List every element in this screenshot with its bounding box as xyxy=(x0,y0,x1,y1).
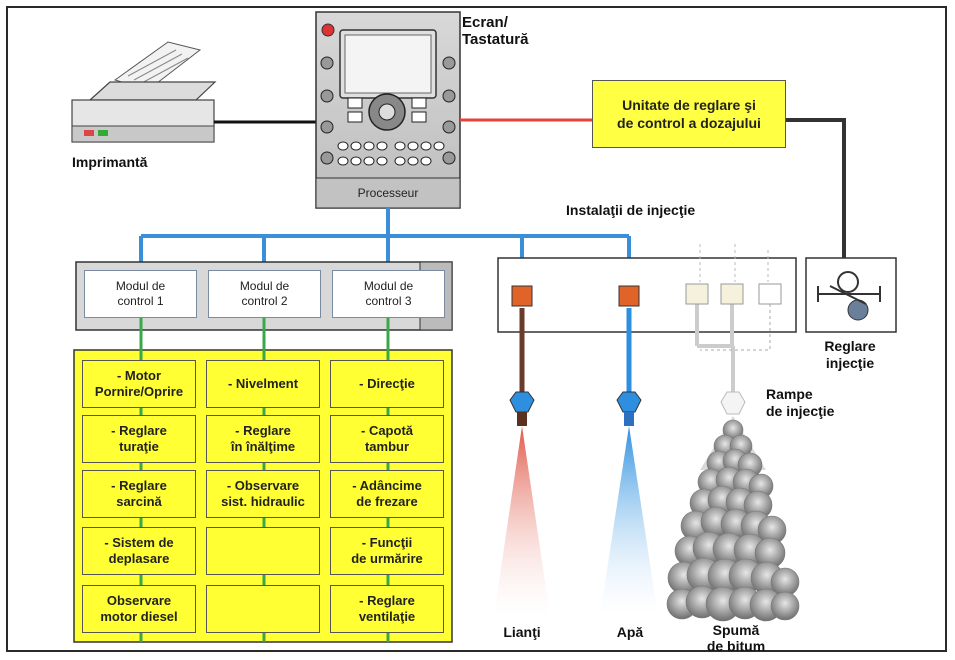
control-module-3: Modul de control 3 xyxy=(332,270,445,318)
injection-installations-label: Instalaţii de injecţie xyxy=(566,202,696,218)
function-cell: - Observare sist. hidraulic xyxy=(206,470,320,518)
control-module-1-label: Modul de control 1 xyxy=(115,279,166,308)
nozzle-icon xyxy=(494,285,550,616)
function-cell-label: - Reglare sarcină xyxy=(111,478,167,509)
binder-label: Lianţi xyxy=(503,624,541,640)
water-label: Apă xyxy=(616,624,644,640)
bitumen-foam-label: Spumă de bitum xyxy=(706,622,766,654)
function-cell-label: Observare motor diesel xyxy=(100,593,178,624)
function-cell-label: - Direcţie xyxy=(359,376,415,391)
control-module-3-label: Modul de control 3 xyxy=(363,279,414,308)
function-cell: - Direcţie xyxy=(330,360,444,408)
nozzle-icon xyxy=(600,285,658,616)
dosage-control-unit: Unitate de reglare şi de control a dozaj… xyxy=(592,80,786,148)
function-cell-label: - Motor Pornire/Oprire xyxy=(94,368,184,399)
nozzle-icon xyxy=(666,244,800,622)
dosage-unit-label: Unitate de reglare şi de control a dozaj… xyxy=(617,97,761,131)
screen-keyboard-label: Ecran/ Tastatură xyxy=(462,14,529,48)
function-cell xyxy=(206,585,320,633)
function-cell: - Funcţii de urmărire xyxy=(330,527,444,575)
function-cell: - Reglare turaţie xyxy=(82,415,196,463)
function-cell: - Reglare sarcină xyxy=(82,470,196,518)
function-cell: - Adâncime de frezare xyxy=(330,470,444,518)
function-cell xyxy=(206,527,320,575)
function-cell-label: - Reglare în înălţime xyxy=(230,423,296,454)
control-module-2-label: Modul de control 2 xyxy=(239,279,290,308)
function-cell-label: - Nivelment xyxy=(227,376,299,391)
printer-icon xyxy=(71,41,217,143)
function-cell: - Capotă tambur xyxy=(330,415,444,463)
function-cell-label: - Observare sist. hidraulic xyxy=(221,478,305,509)
function-cell: - Sistem de deplasare xyxy=(82,527,196,575)
control-module-2: Modul de control 2 xyxy=(208,270,321,318)
function-cell: Observare motor diesel xyxy=(82,585,196,633)
control-module-1: Modul de control 1 xyxy=(84,270,197,318)
printer-label: Imprimantă xyxy=(72,154,148,170)
function-cell-label: - Adâncime de frezare xyxy=(352,478,422,509)
diagram-frame xyxy=(6,6,947,652)
function-cell-label: - Funcţii de urmărire xyxy=(351,535,423,566)
function-cell-label: - Reglare turaţie xyxy=(111,423,167,454)
processor-label: Processeur xyxy=(357,186,419,200)
function-cell-label: - Capotă tambur xyxy=(361,423,413,454)
function-cell-label: - Sistem de deplasare xyxy=(104,535,174,566)
control-panel-icon xyxy=(315,11,461,209)
function-cell: - Reglare ventilaţie xyxy=(330,585,444,633)
function-cell: - Nivelment xyxy=(206,360,320,408)
function-cell-label: - Reglare ventilaţie xyxy=(358,593,416,624)
function-cell: - Motor Pornire/Oprire xyxy=(82,360,196,408)
valve-icon xyxy=(805,257,897,333)
function-cell: - Reglare în înălţime xyxy=(206,415,320,463)
injection-ramps-label: Rampe de injecţie xyxy=(766,386,835,419)
injection-regulation-label: Reglare injecţie xyxy=(824,338,876,371)
